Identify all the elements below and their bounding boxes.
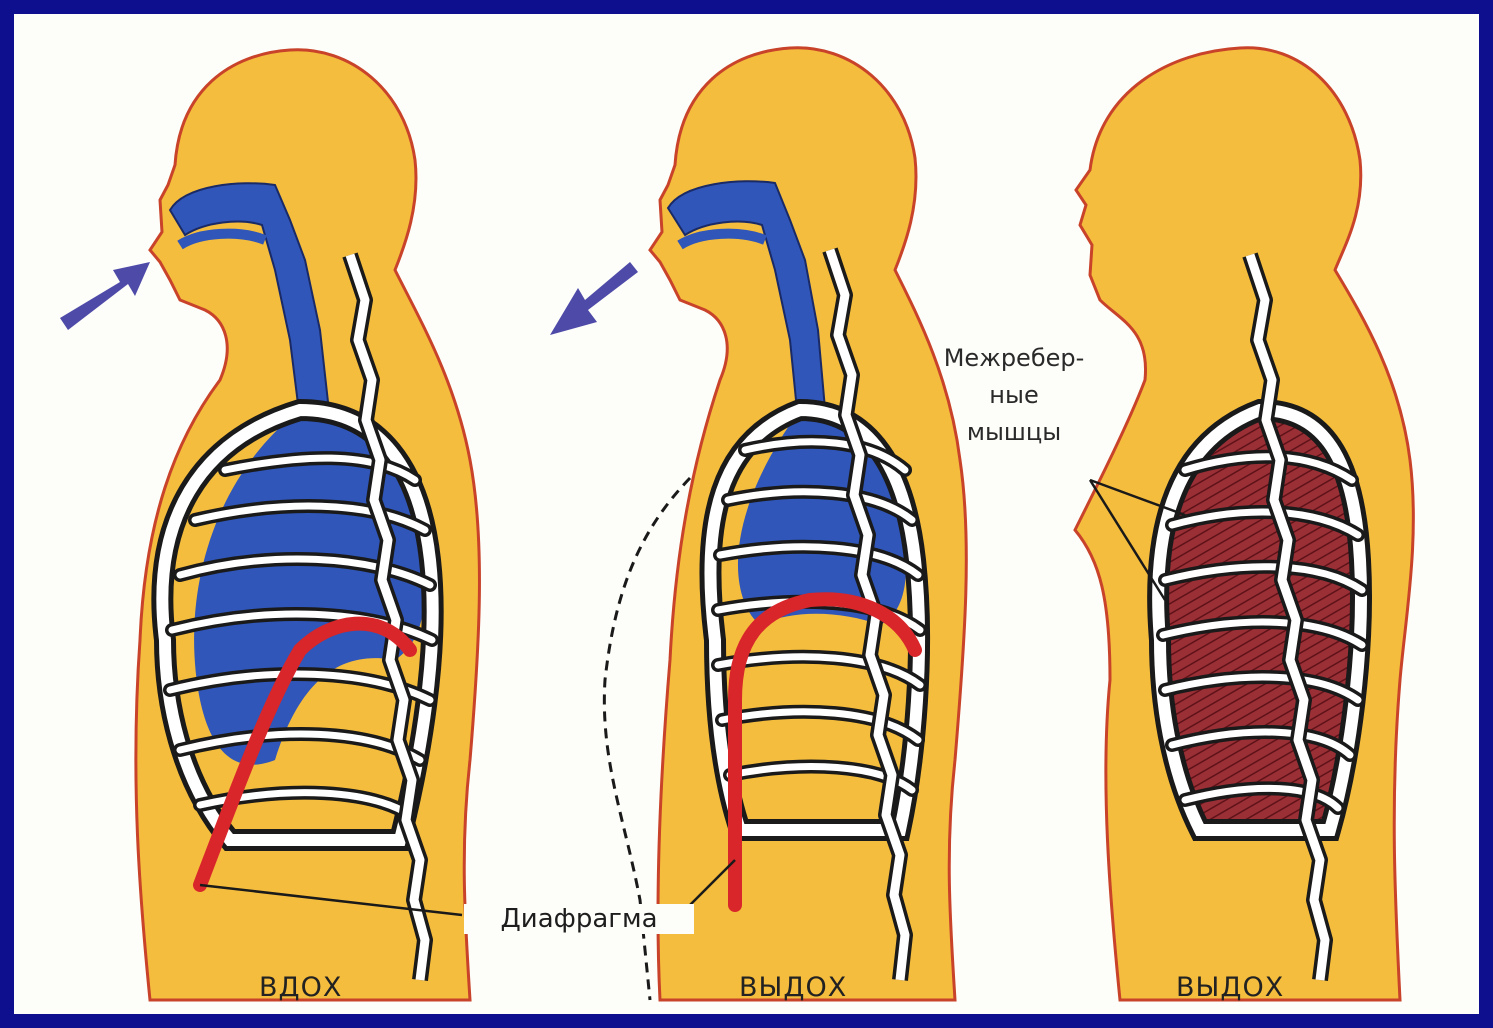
- exhale-arrow: [550, 262, 638, 335]
- inhale-arrow: [60, 262, 150, 330]
- intercostal-label-line-1: Межребер-: [914, 340, 1114, 377]
- figure-exhale: [550, 48, 966, 1000]
- diaphragm-label: Диафрагма: [464, 904, 694, 934]
- intercostal-label-line-3: мышцы: [914, 414, 1114, 451]
- breathing-diagram: [14, 14, 1479, 1014]
- diagram-panel: Межребер- ные мышцы Диафрагма ВДОХ ВЫДОХ…: [14, 14, 1479, 1014]
- intercostal-muscles-label: Межребер- ные мышцы: [914, 340, 1114, 451]
- caption-inhale: ВДОХ: [259, 972, 342, 1003]
- intercostal-label-line-2: ные: [914, 377, 1114, 414]
- figure-inhale: [60, 50, 479, 1000]
- caption-exhale-muscles: ВЫДОХ: [1176, 972, 1284, 1003]
- caption-exhale: ВЫДОХ: [739, 972, 847, 1003]
- figure-exhale-muscles: [1075, 48, 1413, 1000]
